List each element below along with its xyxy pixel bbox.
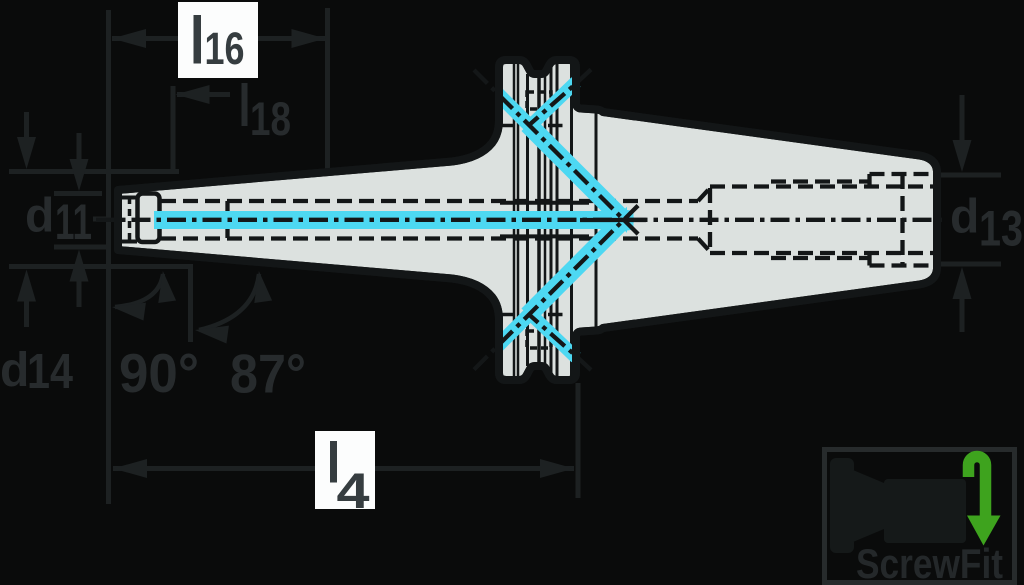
svg-text:90°: 90°	[119, 342, 199, 404]
svg-text:13: 13	[979, 201, 1023, 257]
svg-text:16: 16	[205, 23, 245, 74]
svg-text:11: 11	[55, 194, 92, 250]
svg-text:d: d	[25, 190, 54, 243]
svg-text:4: 4	[337, 463, 370, 519]
svg-text:ScrewFit: ScrewFit	[856, 540, 1003, 585]
svg-text:d: d	[0, 344, 29, 397]
svg-text:14: 14	[27, 345, 73, 399]
svg-text:d: d	[950, 191, 979, 244]
svg-text:87°: 87°	[230, 343, 306, 405]
svg-text:18: 18	[250, 92, 291, 145]
